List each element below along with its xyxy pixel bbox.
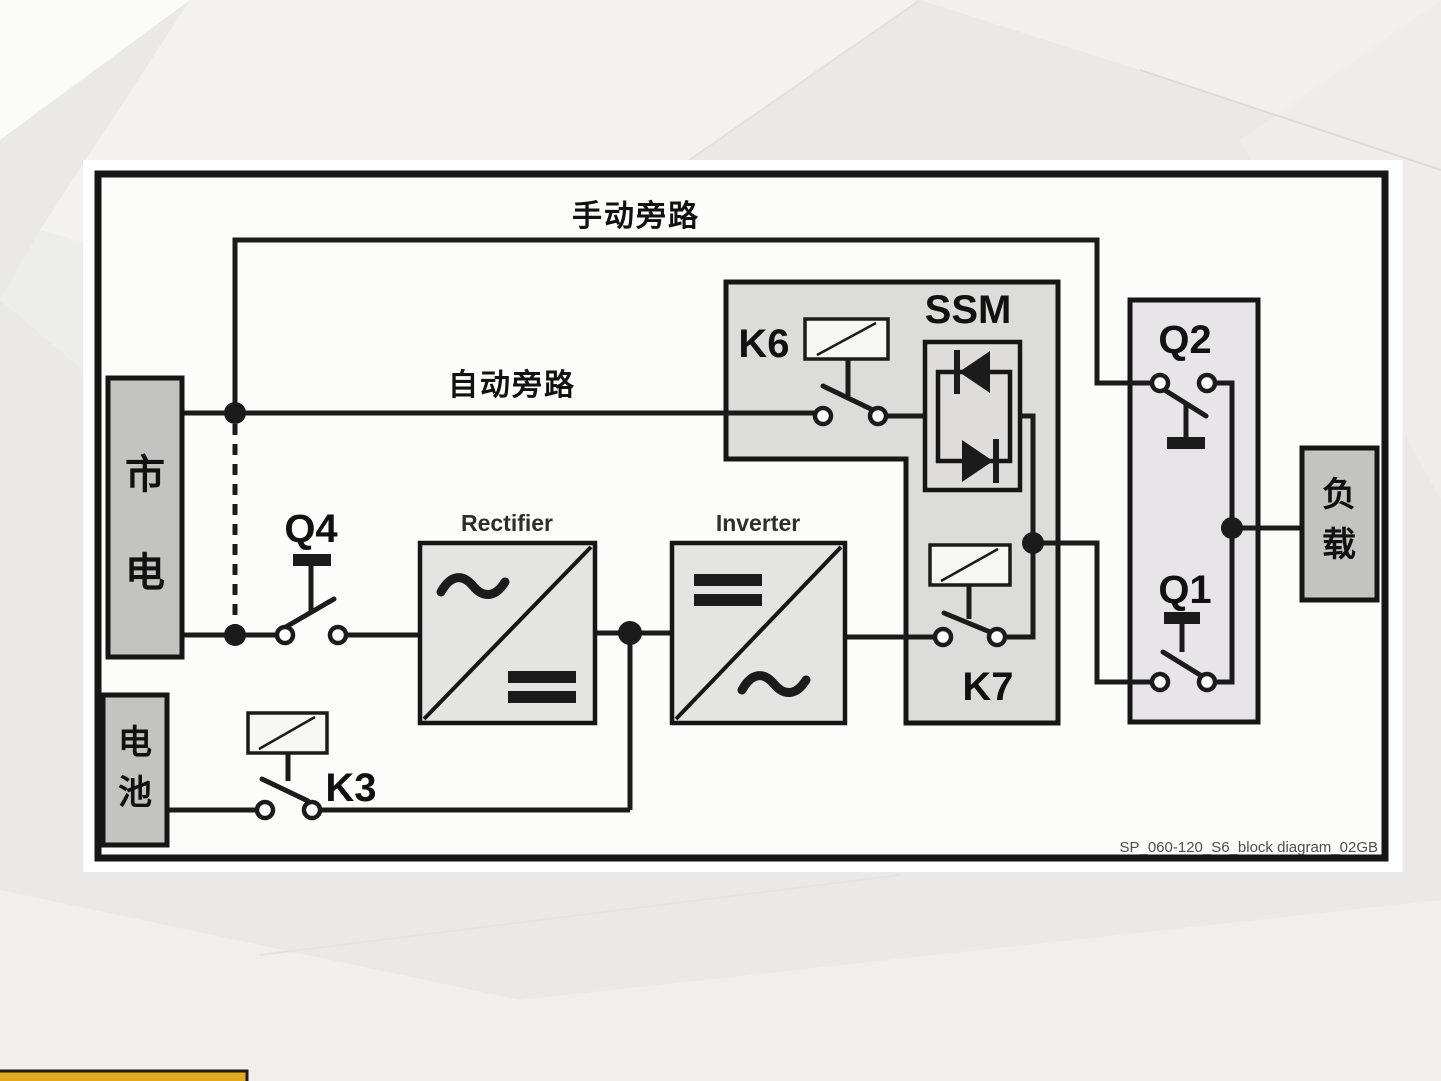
- q1-breaker: Q1: [1149, 568, 1218, 693]
- k6-terminal: [867, 405, 889, 427]
- battery-block: 电 池: [100, 692, 170, 848]
- q4-handle-bar: [293, 554, 331, 566]
- k7-blade: [941, 610, 998, 637]
- load-block: 负 载: [1299, 445, 1380, 603]
- mains-label-char1: 市: [125, 453, 165, 497]
- k7-label: K7: [962, 665, 1013, 709]
- thyristor-triangle: [959, 351, 990, 393]
- rectifier-label: Rectifier: [461, 510, 553, 536]
- q1-blade: [1160, 649, 1208, 681]
- facet-edge: [259, 874, 901, 956]
- battery-label-char1: 电: [118, 724, 152, 762]
- ssm-output-wire: [1010, 413, 1152, 685]
- q1-handle-bar: [1164, 612, 1200, 624]
- q2-handle-bar: [1167, 437, 1205, 449]
- q1-terminal: [1196, 671, 1218, 693]
- junction-dot: [1221, 517, 1243, 539]
- q1-terminal: [1149, 671, 1171, 693]
- q2-breaker: Q2: [1149, 318, 1218, 449]
- inverter-block: Inverter: [669, 510, 848, 726]
- ssm-label: SSM: [925, 288, 1012, 332]
- k3-label: K3: [325, 766, 376, 810]
- k6-terminal: [812, 405, 834, 427]
- auto-bypass-label: 自动旁路: [448, 368, 576, 402]
- k6-relay: K6: [738, 317, 890, 427]
- k7-coil-diagonal: [940, 547, 999, 583]
- mains-label-char2: 电: [125, 551, 165, 595]
- dc-bar-icon: [508, 671, 576, 683]
- facet-edge: [1139, 69, 1441, 171]
- k3-relay: K3: [246, 711, 377, 821]
- mains-block: 市 电: [105, 375, 185, 660]
- thyristor-triangle: [962, 440, 993, 482]
- k7-terminal: [986, 626, 1008, 648]
- junction-dot: [618, 621, 642, 645]
- ac-wave-icon: [737, 671, 811, 697]
- load-label-char1: 负: [1322, 476, 1356, 514]
- ssm-static-switch: SSM: [922, 288, 1023, 493]
- junction-dots: [224, 402, 1243, 646]
- inverter-diagonal: [674, 545, 843, 721]
- manual-bypass-label: 手动旁路: [572, 199, 700, 233]
- thyristor-right-icon: [962, 439, 999, 483]
- thyristor-left-icon: [954, 350, 990, 394]
- output-switch-box: [1127, 297, 1261, 725]
- ac-wave-icon: [436, 573, 510, 599]
- facet-shape: [0, 890, 1441, 1081]
- dc-bar-icon: [508, 691, 576, 703]
- q2-terminal: [1196, 372, 1218, 394]
- junction-dot: [224, 624, 246, 646]
- battery-box: [100, 692, 170, 848]
- load-label-char2: 载: [1322, 526, 1356, 564]
- facet-shape: [920, 0, 1441, 170]
- q4-blade: [281, 596, 337, 631]
- q4-breaker: Q4: [274, 507, 349, 646]
- battery-label-char2: 池: [118, 774, 152, 812]
- facet-shape: [0, 0, 190, 140]
- k7-output-wire: [1005, 545, 1036, 640]
- k6-label: K6: [738, 322, 789, 366]
- q2-label: Q2: [1158, 318, 1211, 362]
- inverter-label: Inverter: [716, 510, 800, 536]
- watermark-text: SP_060-120_S6_block diagram_02GB: [1119, 839, 1378, 856]
- dc-bar-icon: [694, 574, 762, 586]
- accent-bar: [0, 1069, 249, 1081]
- q2-terminal: [1149, 372, 1171, 394]
- q4-label: Q4: [284, 507, 338, 551]
- rectifier-block: Rectifier: [417, 510, 598, 726]
- load-box: [1299, 445, 1380, 603]
- mains-box: [105, 375, 185, 660]
- junction-dot: [224, 402, 246, 424]
- k3-terminal: [254, 799, 276, 821]
- manual-bypass-wire: [232, 237, 1152, 413]
- q2-blade: [1160, 386, 1209, 419]
- k7-relay: K7: [928, 543, 1014, 709]
- dc-bar-icon: [694, 594, 762, 606]
- k3-blade: [259, 776, 311, 804]
- junction-dot: [1022, 532, 1044, 554]
- q4-terminal: [327, 624, 349, 646]
- k3-coil-diagonal: [258, 715, 316, 751]
- k7-terminal: [932, 626, 954, 648]
- k6-coil-diagonal: [816, 321, 877, 357]
- q1-label: Q1: [1158, 568, 1211, 612]
- k3-terminal: [301, 799, 323, 821]
- q4-terminal: [274, 624, 296, 646]
- k6-blade: [820, 383, 878, 414]
- rectifier-diagonal: [422, 545, 593, 721]
